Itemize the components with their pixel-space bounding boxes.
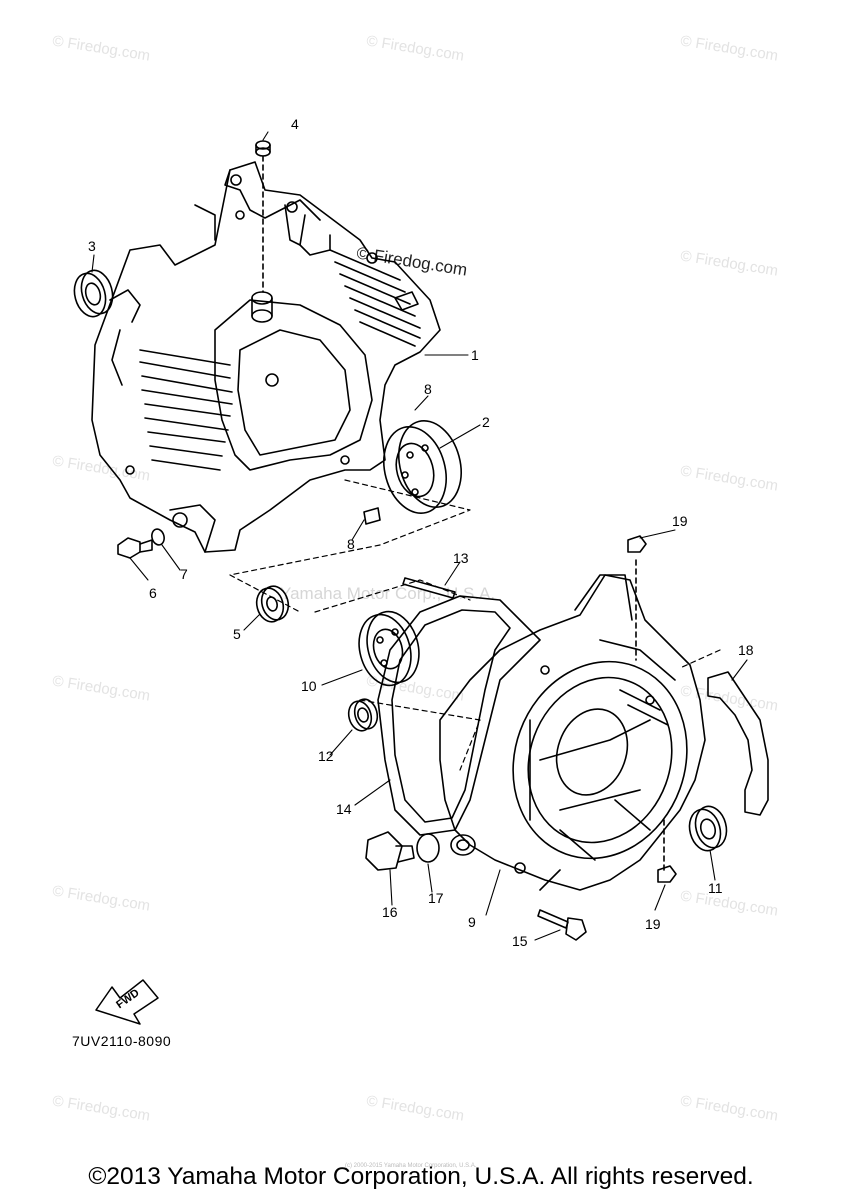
callout-8-lower: 8: [347, 536, 355, 552]
callout-12: 12: [318, 748, 334, 764]
drain-bolt-6: [117, 537, 153, 559]
bearing-2: [383, 419, 462, 515]
callout-7: 7: [180, 566, 188, 582]
bolt-19: [627, 535, 677, 883]
callout-11: 11: [708, 880, 723, 896]
o-ring-17: [416, 833, 440, 863]
callout-19-lower: 19: [645, 916, 661, 932]
gasket-part: [377, 595, 541, 836]
bearing-5: [255, 585, 290, 623]
callout-19: 19: [672, 513, 688, 529]
callout-3: 3: [88, 238, 96, 254]
seal-12: [347, 698, 379, 732]
callout-15: 15: [512, 933, 528, 949]
copyright-notice: ©2013 Yamaha Motor Corporation, U.S.A. A…: [88, 1163, 754, 1190]
callout-17: 17: [428, 890, 444, 906]
callout-8: 8: [424, 381, 432, 397]
callout-14: 14: [336, 801, 352, 817]
callout-1: 1: [471, 347, 479, 363]
plug-16: [365, 831, 415, 871]
callout-2: 2: [482, 414, 490, 430]
seal-11: [688, 805, 728, 852]
dowel-pin-8: [363, 291, 419, 525]
crankcase-cover-part: [439, 559, 706, 891]
diagram-part-code: 7UV2110-8090: [72, 1033, 172, 1049]
tiny-notice: (c) 2000-2015 Yamaha Motor Corporation, …: [345, 1163, 477, 1169]
fwd-arrow-icon: FWD: [95, 979, 159, 1025]
crankcase-part: [91, 161, 441, 553]
cap-4: [255, 140, 271, 293]
callout-9: 9: [468, 914, 476, 930]
callout-6: 6: [149, 585, 157, 601]
o-ring-7: [151, 528, 165, 546]
bearing-10: [358, 610, 420, 687]
callout-13: 13: [453, 550, 469, 566]
callout-10: 10: [301, 678, 317, 694]
callout-16: 16: [382, 904, 398, 920]
callout-4: 4: [291, 116, 299, 132]
bracket-18: [707, 671, 769, 816]
seal-3: [73, 269, 114, 318]
callout-5: 5: [233, 626, 241, 642]
fwd-label: FWD: [114, 987, 141, 1011]
callout-18: 18: [738, 642, 754, 658]
bolt-15: [537, 909, 587, 941]
